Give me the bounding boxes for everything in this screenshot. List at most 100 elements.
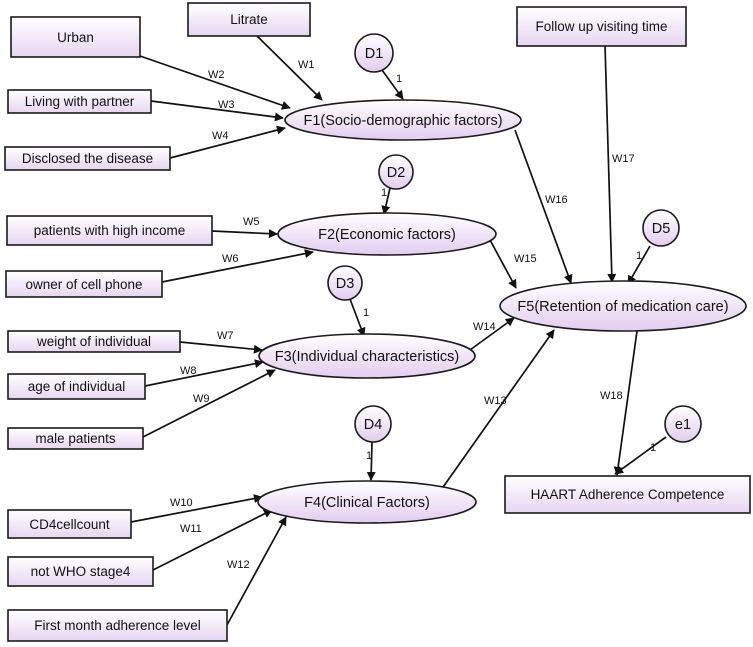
edge-urban-f1 (139, 55, 291, 110)
weight-label-w4: W4 (212, 130, 229, 142)
node-weight-of-individual[interactable]: weight of individual (7, 330, 181, 353)
edge-d2-f2 (381, 187, 391, 215)
node-d3-label: D3 (336, 276, 355, 292)
edge-f2-f5 (489, 239, 517, 289)
node-first-month-adherence-level[interactable]: First month adherence level (7, 609, 228, 642)
edge-cell-phone-f2 (161, 249, 314, 283)
weight-label-w6: W6 (222, 253, 239, 265)
weight-label-w17: W17 (612, 153, 635, 165)
node-f2-label: F2(Economic factors) (318, 227, 456, 243)
edge-age-f3 (144, 359, 264, 387)
edge-d1-f1 (381, 69, 404, 100)
edge-living-partner-f1 (150, 100, 284, 122)
edge-weight-f3 (179, 341, 263, 354)
edge-high-income-f2 (211, 229, 278, 239)
loading-label-d3: 1 (363, 307, 369, 319)
edge-d3-f3 (349, 298, 366, 337)
loading-label-d5: 1 (636, 250, 642, 262)
loading-label-d2: 1 (381, 187, 387, 199)
node-living-with-partner[interactable]: Living with partner (7, 89, 152, 114)
edges (130, 33, 667, 626)
loading-label-d1: 1 (396, 73, 402, 85)
node-d2[interactable]: D2 (378, 154, 414, 190)
weight-label-w1: W1 (298, 59, 315, 71)
node-cd4cellcount-label: CD4cellcount (29, 517, 110, 532)
node-d4[interactable]: D4 (354, 405, 392, 443)
edge-f3-f5 (469, 317, 515, 351)
node-age-of-individual-label: age of individual (28, 379, 126, 394)
node-patients-with-high-income-label: patients with high income (34, 223, 186, 238)
node-d4-label: D4 (364, 417, 383, 433)
node-weight-of-individual-label: weight of individual (36, 334, 151, 349)
node-f2[interactable]: F2(Economic factors) (277, 212, 497, 256)
edge-litrate-f1 (254, 33, 323, 101)
weight-label-w9: W9 (193, 393, 210, 405)
node-d5[interactable]: D5 (642, 209, 680, 247)
edge-d4-f4 (366, 441, 376, 481)
node-patients-with-high-income[interactable]: patients with high income (6, 215, 213, 246)
weight-label-w7: W7 (217, 330, 234, 342)
node-follow-up-visiting-time[interactable]: Follow up visiting time (516, 6, 687, 47)
node-owner-of-cell-phone-label: owner of cell phone (25, 277, 142, 292)
weight-label-w12: W12 (227, 559, 250, 571)
weight-label-w10: W10 (170, 497, 193, 509)
weight-label-w13: W13 (484, 395, 507, 407)
edge-d5-f5 (627, 245, 651, 285)
node-male-patients-label: male patients (35, 431, 116, 446)
edge-male-f3 (142, 369, 276, 438)
node-disclosed-the-disease-label: Disclosed the disease (22, 151, 153, 166)
observed-variables: Urban Litrate Living with partner Disclo… (4, 2, 751, 642)
node-haart-adherence-competence[interactable]: HAART Adherence Competence (504, 475, 751, 514)
edge-f1-f5 (514, 129, 573, 284)
loading-label-d4: 1 (366, 450, 372, 462)
node-f5[interactable]: F5(Retention of medication care) (499, 280, 747, 332)
weight-labels: W1 W2 W3 W4 W5 W6 W7 W8 W9 W10 W11 W12 W… (170, 59, 635, 571)
node-f3-label: F3(Individual characteristics) (275, 349, 460, 365)
node-f4[interactable]: F4(Clinical Factors) (257, 480, 477, 524)
edge-first-month-f4 (226, 516, 287, 626)
node-age-of-individual[interactable]: age of individual (7, 373, 146, 400)
edge-follow-up-f5 (604, 44, 617, 283)
latent-variables: F1(Socio-demographic factors) F2(Economi… (257, 99, 747, 524)
node-f3[interactable]: F3(Individual characteristics) (258, 333, 476, 379)
node-d1[interactable]: D1 (354, 33, 394, 73)
edge-disclosed-f1 (169, 125, 286, 159)
node-owner-of-cell-phone[interactable]: owner of cell phone (5, 270, 163, 298)
edge-f4-f5 (440, 329, 555, 491)
node-male-patients[interactable]: male patients (7, 427, 144, 450)
loading-label-e1: 1 (650, 442, 656, 454)
node-urban-label: Urban (57, 30, 94, 45)
error-terms: D1 D2 D3 D4 D5 e1 (327, 33, 702, 443)
node-d1-label: D1 (365, 46, 384, 62)
error-loading-labels: 1 1 1 1 1 1 (363, 73, 656, 462)
node-disclosed-the-disease[interactable]: Disclosed the disease (4, 146, 171, 171)
weight-label-w3: W3 (218, 99, 235, 111)
node-living-with-partner-label: Living with partner (25, 94, 135, 109)
node-not-who-stage4[interactable]: not WHO stage4 (7, 556, 154, 587)
edge-e1-haart (614, 436, 667, 475)
node-haart-adherence-competence-label: HAART Adherence Competence (531, 487, 725, 502)
node-f5-label: F5(Retention of medication care) (517, 299, 728, 315)
node-not-who-stage4-label: not WHO stage4 (31, 564, 131, 579)
node-f1[interactable]: F1(Socio-demographic factors) (284, 99, 522, 141)
node-d3[interactable]: D3 (327, 265, 363, 301)
node-d5-label: D5 (652, 221, 671, 237)
node-d2-label: D2 (387, 165, 406, 181)
node-cd4cellcount[interactable]: CD4cellcount (7, 509, 132, 539)
weight-label-w18: W18 (600, 390, 623, 402)
node-e1[interactable]: e1 (664, 405, 702, 443)
weight-label-w16: W16 (545, 194, 568, 206)
edge-who-stage-f4 (152, 509, 273, 571)
weight-label-w5: W5 (243, 216, 260, 228)
node-urban[interactable]: Urban (10, 16, 141, 58)
node-litrate-label: Litrate (230, 12, 268, 27)
weight-label-w8: W8 (180, 365, 197, 377)
edge-cd4-f4 (130, 494, 263, 523)
node-e1-label: e1 (675, 417, 691, 433)
weight-label-w14: W14 (473, 321, 496, 333)
node-f4-label: F4(Clinical Factors) (304, 495, 430, 511)
node-litrate[interactable]: Litrate (187, 2, 311, 37)
weight-label-w15: W15 (514, 253, 537, 265)
node-f1-label: F1(Socio-demographic factors) (303, 113, 502, 129)
